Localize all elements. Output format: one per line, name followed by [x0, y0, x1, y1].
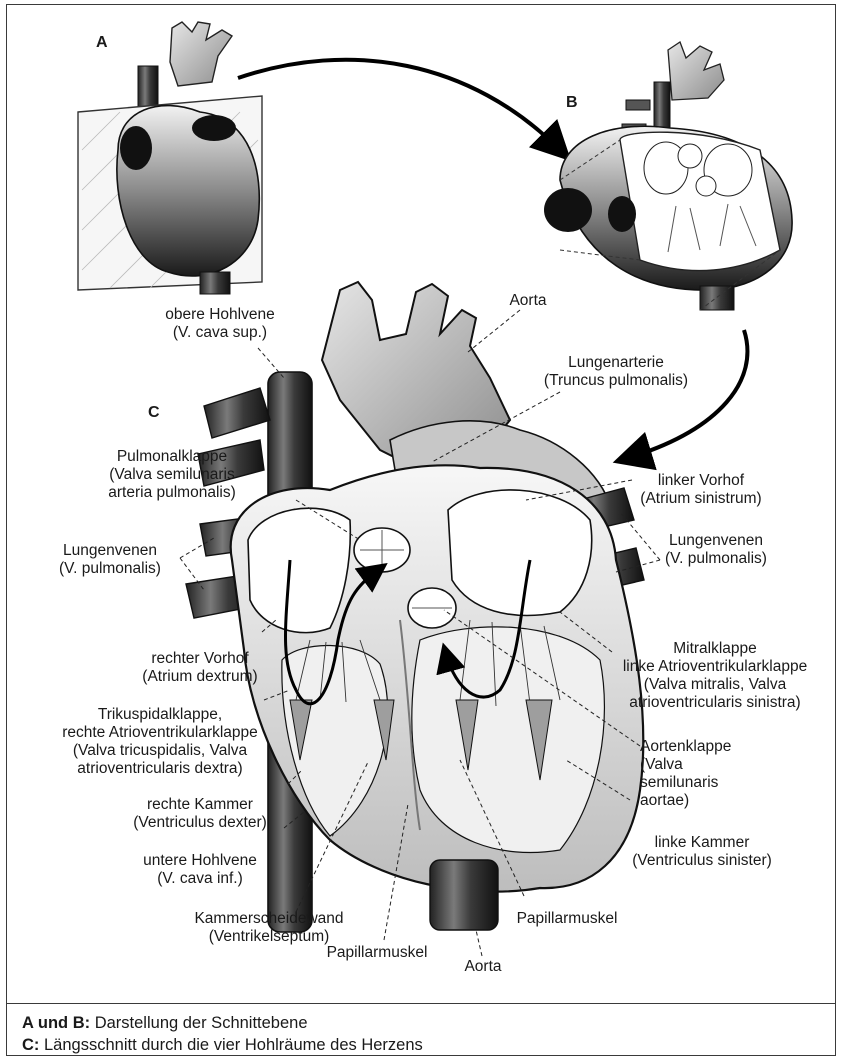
label-aorta-bottom: Aorta [448, 958, 518, 976]
label-aorta-top: Aorta [488, 292, 568, 310]
label-lungenvenen-left: Lungenvenen(V. pulmonalis) [40, 542, 180, 578]
label-kammerscheidewand: Kammerscheidewand(Ventrikelseptum) [184, 910, 354, 946]
label-rechter-vorhof: rechter Vorhof(Atrium dextrum) [130, 650, 270, 686]
panel-b-heart [544, 42, 792, 310]
label-lungenvenen-right: Lungenvenen(V. pulmonalis) [646, 532, 786, 568]
label-rechte-kammer: rechte Kammer(Ventriculus dexter) [110, 796, 290, 832]
label-linke-kammer: linke Kammer(Ventriculus sinister) [612, 834, 792, 870]
caption-line-1: A und B: Darstellung der Schnittebene [22, 1014, 308, 1033]
label-linker-vorhof: linker Vorhof(Atrium sinistrum) [626, 472, 776, 508]
caption-line-2: C: Längsschnitt durch die vier Hohlräume… [22, 1036, 423, 1055]
panel-letter-b: B [566, 94, 578, 112]
panel-letter-c: C [148, 404, 160, 422]
label-trikuspidalklappe: Trikuspidalklappe,rechte Atrioventrikula… [40, 706, 280, 778]
label-papillarmuskel-left: Papillarmuskel [502, 910, 632, 928]
label-vena-cava-inferior: untere Hohlvene(V. cava inf.) [120, 852, 280, 888]
panel-a-heart [78, 22, 262, 294]
arrow-b-to-c [628, 330, 747, 458]
panel-letter-a: A [96, 34, 108, 52]
label-vena-cava-superior: obere Hohlvene(V. cava sup.) [140, 306, 300, 342]
label-lungenarterie: Lungenarterie(Truncus pulmonalis) [522, 354, 710, 390]
arrow-a-to-b [238, 60, 560, 150]
label-papillarmuskel-right: Papillarmuskel [312, 944, 442, 962]
caption-divider [7, 1003, 835, 1004]
